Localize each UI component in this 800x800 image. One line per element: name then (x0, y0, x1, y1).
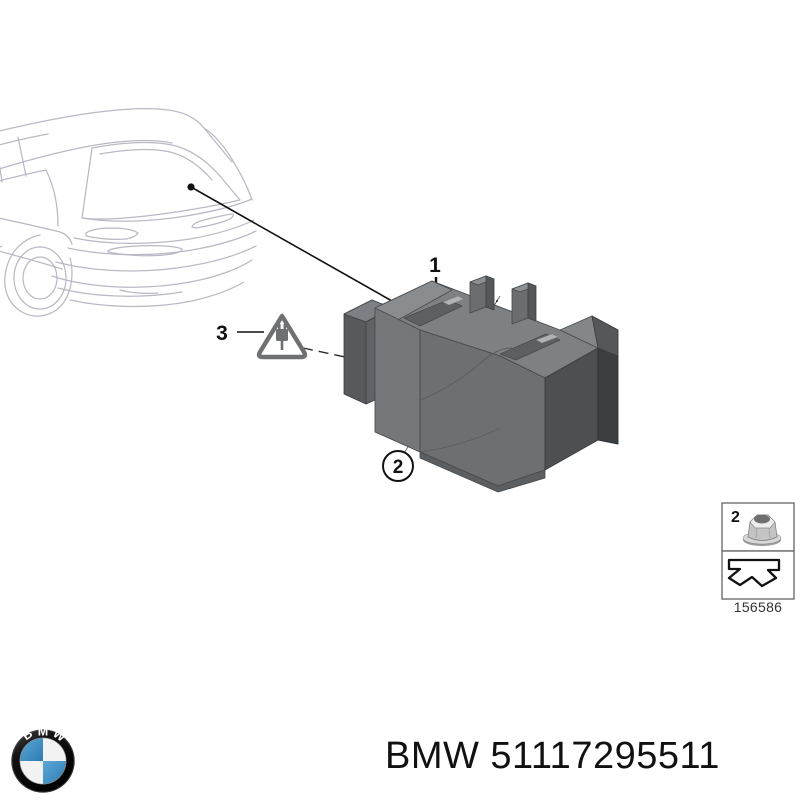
logo-quadrant-blue-bottom-right (43, 761, 67, 785)
flanged-hex-nut-icon (742, 514, 782, 546)
footer-part-number: BMW 51117295511 (385, 735, 720, 777)
module-top-groove-left (403, 299, 463, 327)
reuse-arrow-icon (727, 558, 781, 588)
module-fin-left-side (485, 275, 495, 311)
plug-body-icon (276, 329, 288, 341)
sedan-rear-outline (0, 107, 257, 317)
module-top-marker-left (442, 295, 465, 306)
callout-label-3: 3 (216, 322, 228, 345)
callout-circle-2 (382, 450, 414, 482)
leader-vehicle-to-part (190, 186, 400, 306)
module-front-crease (419, 347, 513, 401)
electrical-plug-warning-triangle (256, 313, 308, 360)
svg-text:M: M (38, 728, 48, 738)
bmw-roundel-logo: B M W (11, 728, 75, 793)
module-top-marker-right (535, 333, 559, 344)
module-front-crease-lower (419, 427, 501, 453)
module-front-step (419, 451, 546, 493)
callout-label-2: 2 (393, 457, 404, 478)
module-fin-right-side (527, 282, 537, 322)
inset-caption: 156586 (734, 599, 783, 615)
inset-number-2: 2 (731, 509, 740, 526)
module-right-top-side (591, 315, 619, 357)
logo-quadrant-blue-top-left (19, 737, 43, 761)
module-geometry (343, 275, 619, 493)
callout-label-1: 1 (429, 254, 441, 277)
